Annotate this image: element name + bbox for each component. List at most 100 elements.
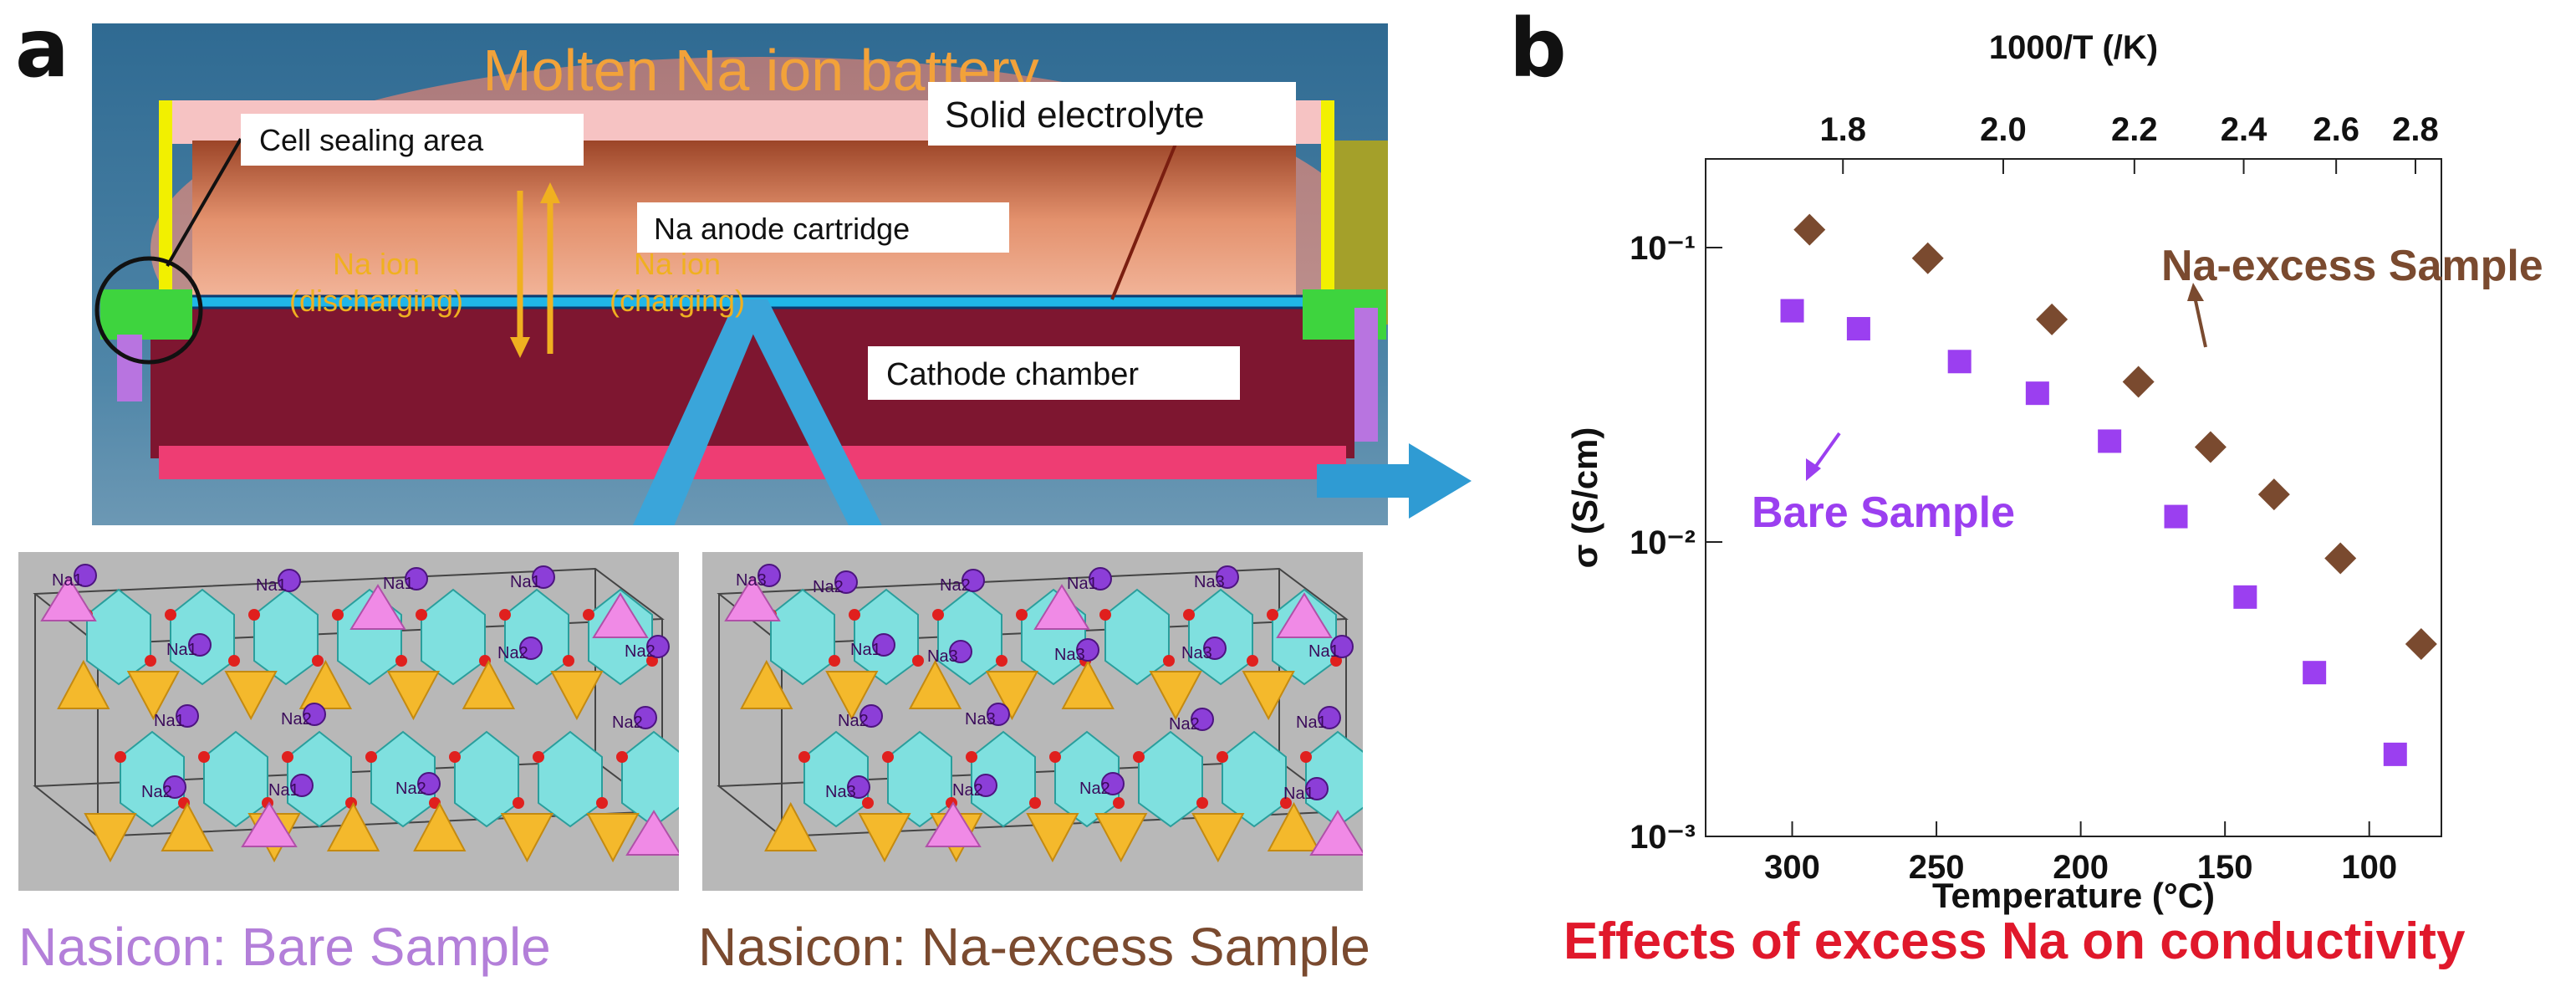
na-excess-point	[2257, 478, 2290, 511]
sodium-site-label: Na1	[256, 576, 287, 595]
x2-tick-label: 1.8	[1819, 111, 1866, 148]
tetrahedron	[740, 659, 793, 709]
na-excess-point	[1911, 242, 1944, 274]
pink-tetrahedron	[349, 584, 406, 630]
oxygen-atom	[449, 751, 461, 763]
ion-arrow-down-head	[510, 337, 530, 358]
oxygen-atom	[1099, 609, 1111, 621]
tetrahedron	[84, 813, 137, 863]
oxygen-atom	[596, 797, 608, 809]
sealing-circle	[94, 256, 203, 365]
legend-bare: Bare Sample	[1752, 488, 2015, 537]
oxygen-atom	[1163, 655, 1175, 667]
oxygen-atom	[416, 609, 427, 621]
sodium-atom	[74, 564, 97, 587]
na-excess-point	[2194, 431, 2227, 463]
sodium-site-label: Na1	[510, 573, 541, 591]
oxygen-atom	[1196, 797, 1208, 809]
bare-sample-point	[2233, 585, 2257, 609]
sodium-site-label: Na1	[850, 641, 881, 659]
oxygen-atom	[882, 751, 894, 763]
tetrahedron	[985, 671, 1039, 721]
tetrahedron	[1026, 813, 1079, 863]
pink-tetrahedron	[40, 575, 97, 621]
sodium-site-label: Na3	[736, 571, 767, 590]
sodium-site-label: Na2	[612, 713, 643, 732]
sodium-atom	[188, 633, 212, 657]
plot-frame	[1705, 158, 2442, 837]
sodium-site-label: Na1	[52, 571, 83, 590]
sodium-atom	[532, 565, 555, 589]
sodium-site-label: Na2	[625, 642, 655, 661]
sodium-atom	[163, 775, 186, 799]
sodium-site-label: Na1	[1296, 713, 1327, 732]
oxygen-atom	[165, 609, 176, 621]
x2-tick-label: 2.4	[2221, 111, 2267, 148]
tetrahedron	[413, 801, 467, 851]
oxygen-atom	[583, 609, 594, 621]
oxygen-atom	[312, 655, 324, 667]
x2-tick-label: 2.2	[2111, 111, 2158, 148]
solid-electrolyte-box	[928, 82, 1296, 146]
panel-a-letter: a	[15, 2, 69, 95]
na-excess-point	[1793, 213, 1826, 246]
oxygen-atom	[332, 609, 344, 621]
sodium-atom	[847, 775, 870, 799]
x-tick-label: 300	[1764, 849, 1820, 886]
oxygen-atom	[1217, 751, 1228, 763]
pink-tetrahedron	[925, 801, 982, 847]
right-olive-block	[1334, 141, 1388, 325]
sodium-atom	[1101, 772, 1125, 795]
pink-tetrahedron	[241, 801, 298, 847]
oxygen-atom	[1029, 797, 1041, 809]
oxygen-atom	[1247, 655, 1258, 667]
panel-b-caption: Effects of excess Na on conductivity	[1563, 913, 2466, 970]
y-axis-label: σ (S/cm)	[1565, 427, 1604, 569]
tetrahedron	[1094, 813, 1148, 863]
tetrahedron	[386, 671, 441, 721]
left-purple-edge	[117, 335, 142, 401]
bare-sample-point	[1947, 350, 1972, 374]
oxygen-atom	[228, 655, 240, 667]
sodium-site-label: Na3	[825, 783, 856, 801]
pink-tetrahedron	[1033, 584, 1090, 630]
sealing-leader-line	[166, 137, 242, 268]
na-ion-right-1: Na ion	[634, 247, 721, 281]
oxygen-atom	[499, 609, 511, 621]
tetrahedron	[550, 671, 604, 721]
x-axis-label: Temperature (°C)	[1932, 876, 2215, 915]
tetrahedron	[908, 659, 962, 709]
na-anode-box	[637, 202, 1009, 253]
x2-tick-label: 2.8	[2392, 111, 2439, 148]
na-excess-point	[2122, 366, 2155, 398]
tetrahedron	[462, 659, 516, 709]
tetrahedron	[1061, 659, 1115, 709]
na-excess-point	[2324, 542, 2357, 575]
sodium-atom	[646, 635, 670, 658]
oxygen-atom	[365, 751, 377, 763]
oxygen-atom	[1113, 797, 1125, 809]
x-tick-label: 150	[2197, 849, 2253, 886]
sodium-site-label: Na2	[813, 578, 844, 596]
sodium-atom	[1216, 565, 1239, 589]
right-yellow-frame	[1321, 100, 1334, 291]
cell-sealing-box	[241, 114, 584, 166]
crystal-excess-shapes	[724, 575, 1363, 863]
cathode-box	[868, 346, 1240, 400]
cell-sealing-label: Cell sealing area	[259, 123, 484, 157]
tetrahedron	[858, 813, 911, 863]
pink-tetrahedron	[1309, 810, 1363, 856]
x2-axis-label: 1000/T (/K)	[1989, 29, 2158, 66]
tetrahedron	[298, 659, 353, 709]
sodium-atom	[1318, 706, 1341, 729]
na-ion-left-1: Na ion	[333, 247, 420, 281]
tetrahedron	[1191, 813, 1245, 863]
oxygen-atom	[829, 655, 840, 667]
cathode-label: Cathode chamber	[886, 357, 1139, 392]
oxygen-atom	[932, 609, 944, 621]
legend-na-excess-pointer-head	[2187, 283, 2204, 301]
oxygen-atom	[248, 609, 260, 621]
x2-tick-label: 2.0	[1980, 111, 2027, 148]
na-excess-point	[2405, 628, 2437, 661]
